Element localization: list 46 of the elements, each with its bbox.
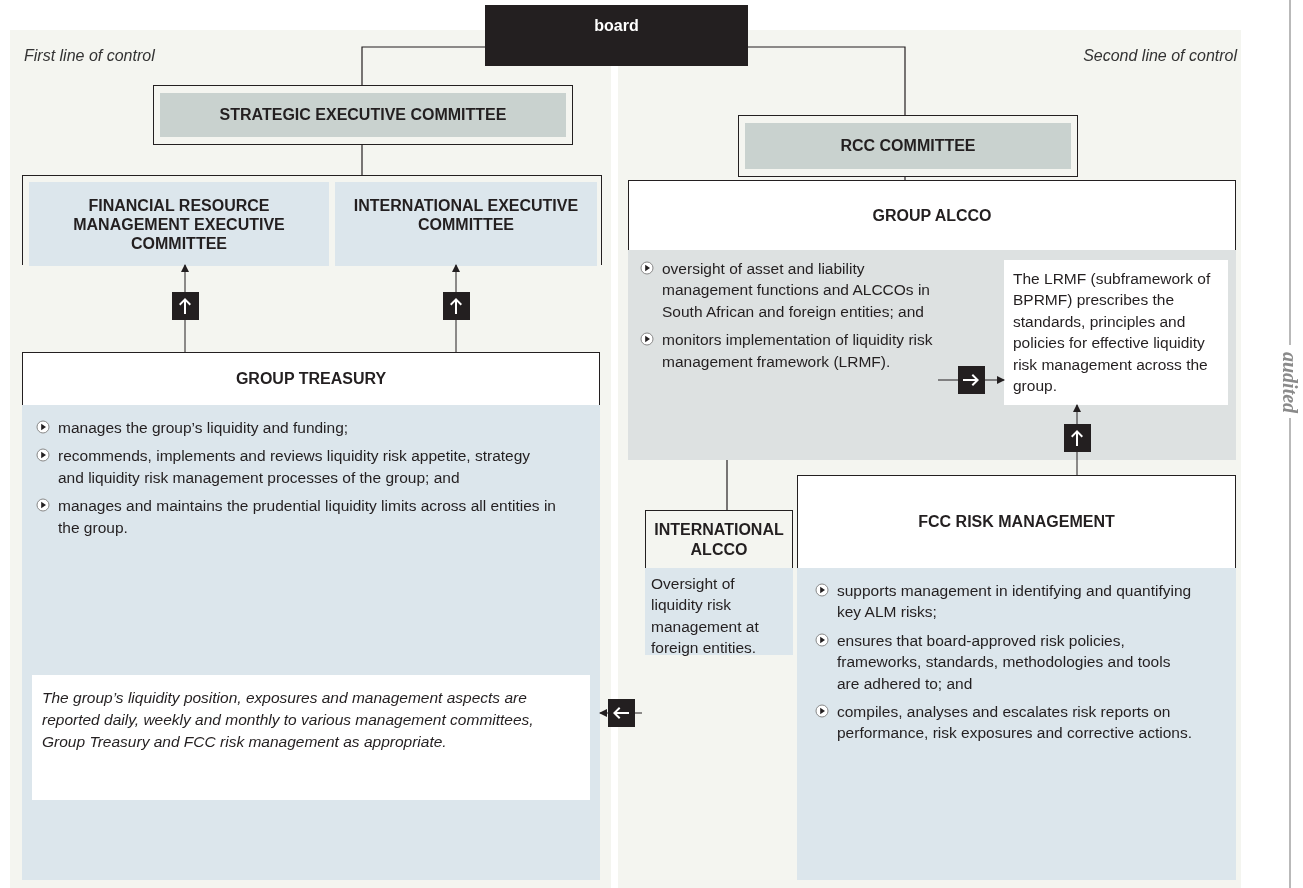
connector-line	[361, 46, 486, 86]
panel-heading: First line of control	[24, 47, 155, 65]
connector-line	[904, 176, 906, 181]
committee-box	[738, 115, 1078, 177]
panel-background	[10, 30, 611, 888]
function-panel	[628, 180, 1236, 460]
arrow	[443, 264, 470, 353]
arrow	[172, 264, 199, 353]
panel-heading: Second line of control	[1083, 47, 1237, 65]
bullet-text: manages the group’s liquidity and funding;	[58, 419, 349, 436]
committee-title: FINANCIAL RESOURCE MANAGEMENT EXECUTIVE COMMITTEE	[72, 196, 286, 254]
arrow	[1064, 404, 1091, 476]
committee-title: RCC COMMITTEE	[745, 123, 1071, 169]
panel-background	[618, 30, 1241, 888]
bullet-text: ensures that board-approved risk policies, frameworks, standards, methodologies and tools are adhered to; and	[837, 631, 1171, 692]
side-label: audited	[1280, 352, 1300, 412]
connector-line	[361, 144, 363, 176]
bullet-text: manages and maintains the prudential liquidity limits across all entities in the group.	[58, 497, 556, 536]
committee-box	[153, 85, 573, 145]
bullet-text: oversight of asset and liability management functions and ALCCOs in South African and foreign entities; and	[662, 260, 930, 320]
function-panel	[22, 352, 600, 880]
framework-box	[1004, 260, 1228, 405]
function-panel	[797, 475, 1236, 880]
panel-title: FCC RISK MANAGEMENT	[797, 475, 1236, 568]
committee-box	[645, 510, 793, 655]
note-text: The group’s liquidity position, exposures and management aspects are reported daily, weekly and monthly to various management committees, Group Treasury and FCC risk management as appropriate.	[42, 688, 535, 752]
arrow	[937, 366, 1005, 394]
connector-line	[747, 46, 906, 116]
committee-box	[29, 182, 329, 266]
arrow	[599, 699, 643, 727]
bullet-text: monitors implementation of liquidity risk management framework (LRMF).	[662, 331, 933, 370]
board-title: board	[593, 17, 640, 35]
bullet-text: compiles, analyses and escalates risk reports on performance, risk exposures and corrective actions.	[837, 702, 1192, 742]
bullet-text: recommends, implements and reviews liquidity risk appetite, strategy and liquidity risk management processes of the group; and	[58, 447, 531, 486]
panel-title: GROUP ALCCO	[628, 180, 1236, 250]
note-box	[32, 675, 590, 800]
committee-title: INTERNATIONAL EXECUTIVE COMMITTEE	[352, 196, 580, 235]
committee-title: STRATEGIC EXECUTIVE COMMITTEE	[160, 93, 566, 137]
bullet-text: supports management in identifying and quantifying key ALM risks;	[837, 582, 1192, 621]
panel-title: GROUP TREASURY	[22, 352, 600, 405]
committee-description: Oversight of liquidity risk management at foreign entities.	[645, 568, 793, 655]
group-frame	[22, 175, 602, 265]
committee-box	[335, 182, 597, 266]
connector-line	[726, 459, 728, 511]
board-box	[485, 5, 748, 66]
framework-text: The LRMF (subframework of BPRMF) prescribes the standards, principles and policies for effective liquidity risk management across the group.	[1013, 269, 1212, 396]
